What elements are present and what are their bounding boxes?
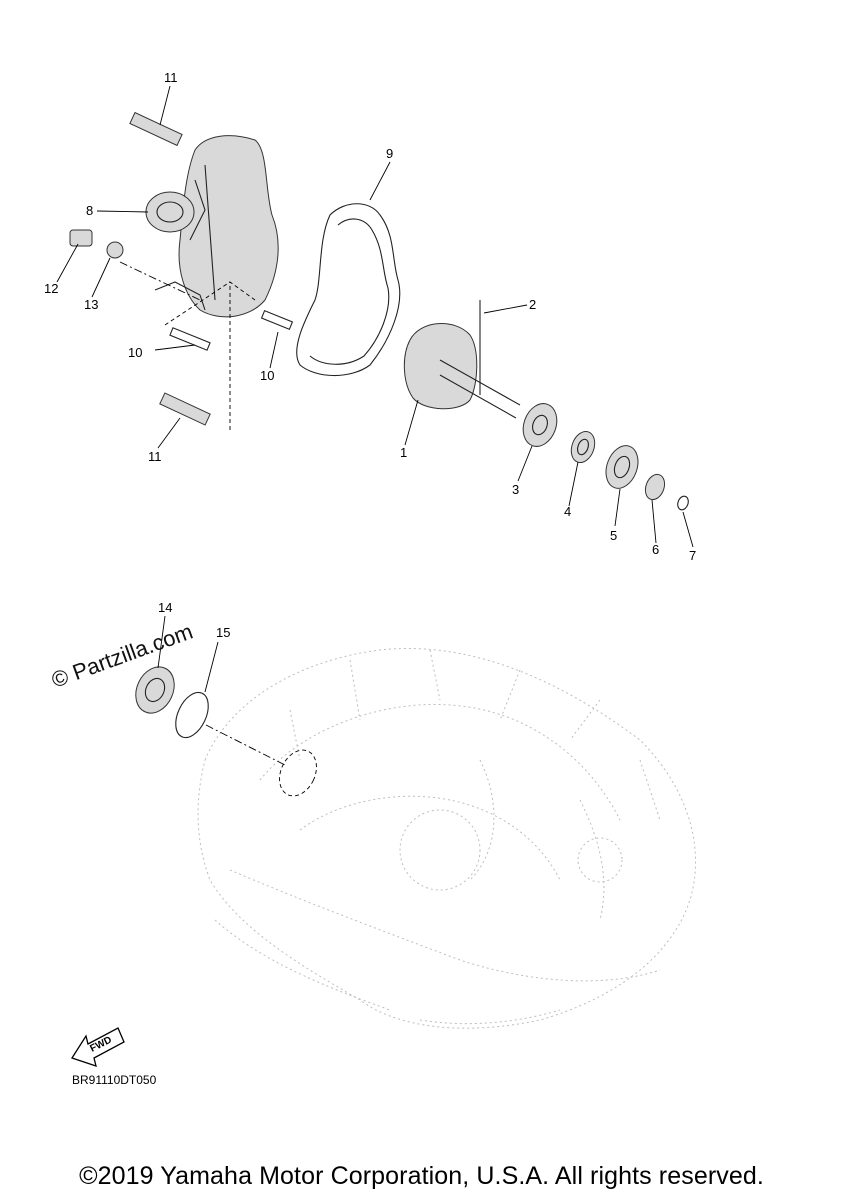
callout-11-lower: 11 (148, 449, 162, 464)
callout-2: 2 (529, 297, 536, 312)
callout-labels: 11 9 8 12 13 2 10 10 1 11 3 4 5 6 7 14 1… (44, 70, 696, 640)
callout-14: 14 (158, 600, 172, 615)
oil-filter-set (135, 666, 317, 797)
leader-lines (56, 85, 694, 693)
callout-6: 6 (652, 542, 659, 557)
callout-8: 8 (86, 203, 93, 218)
callout-13: 13 (84, 297, 98, 312)
callout-9: 9 (386, 146, 393, 161)
callout-1: 1 (400, 445, 407, 460)
callout-10: 10 (128, 345, 142, 360)
callout-7: 7 (689, 548, 696, 563)
callout-15: 15 (216, 625, 230, 640)
callout-5: 5 (610, 528, 617, 543)
callout-12: 12 (44, 281, 58, 296)
callout-4: 4 (564, 504, 571, 519)
bolts-and-dowels (69, 111, 294, 426)
drawing-code: BR91110DT050 (72, 1073, 157, 1087)
callout-11: 11 (164, 70, 178, 85)
crankcase-ghost (197, 647, 696, 1029)
callout-3: 3 (512, 482, 519, 497)
seal-bearing-set (522, 403, 689, 511)
gasket (296, 203, 401, 377)
impeller-shaft (403, 300, 521, 419)
callout-10-right: 10 (260, 368, 274, 383)
water-pump-housing (145, 135, 279, 318)
assembly-lines (119, 261, 256, 430)
copyright-notice: ©2019 Yamaha Motor Corporation, U.S.A. A… (79, 1162, 764, 1190)
fwd-arrow-icon: FWD (71, 1027, 125, 1067)
